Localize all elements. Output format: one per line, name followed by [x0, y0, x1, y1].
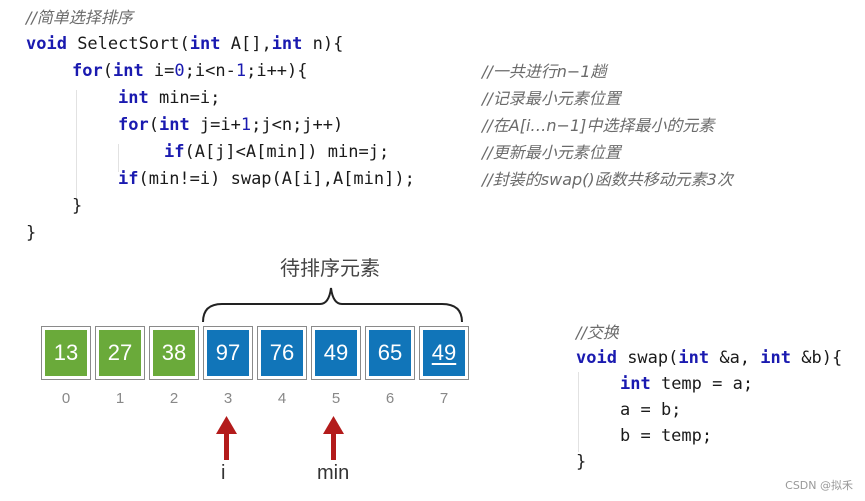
code-keyword: int [678, 348, 710, 368]
code-token: b = temp; [620, 426, 713, 446]
i-pointer-arrow [216, 416, 237, 460]
array-cell-value: 27 [107, 340, 133, 365]
code-line: for(int i=0;i<n-1;i++){ [72, 58, 308, 85]
min-pointer-arrow [323, 416, 344, 460]
code-keyword: int [189, 34, 221, 54]
code-line: void SelectSort(int A[],int n){ [26, 31, 343, 58]
code-keyword: void [576, 348, 617, 368]
code-comment: //封装的swap()函数共移动元素3次 [482, 170, 733, 189]
array-index-label: 3 [223, 390, 233, 407]
code-comment: //更新最小元素位置 [482, 143, 621, 162]
code-token: } [72, 196, 83, 216]
code-number: 1 [240, 115, 252, 135]
code-comment: //一共进行n−1趟 [482, 62, 607, 81]
code-token: a = b; [620, 400, 682, 420]
code-token: &a, [709, 348, 761, 368]
code-keyword: for [72, 61, 103, 81]
array-index-label: 4 [277, 390, 287, 407]
code-token: } [26, 223, 37, 243]
array-cell: 76 [257, 326, 307, 380]
array-cell: 49 [419, 326, 469, 380]
array-cell: 65 [365, 326, 415, 380]
code-token: &b){ [791, 348, 843, 368]
code-keyword: if [118, 169, 139, 189]
code-keyword: if [164, 142, 185, 162]
code-token: } [576, 452, 587, 472]
array-cell-value: 65 [377, 340, 403, 365]
code-token: SelectSort( [66, 34, 190, 54]
pointer-label-min: min [317, 462, 350, 484]
array-index-label: 5 [331, 390, 341, 407]
watermark: CSDN @拟禾 [785, 479, 853, 492]
code-line: a = b; [620, 397, 681, 424]
code-token: ( [102, 61, 113, 81]
array-index-label: 6 [385, 390, 395, 407]
code-token: n){ [302, 34, 344, 54]
array-cell: 38 [149, 326, 199, 380]
code-keyword: for [118, 115, 149, 135]
code-line: } [576, 449, 586, 476]
code-line: int min=i; [118, 85, 220, 112]
code-keyword: int [620, 374, 651, 394]
code-token: j=i+ [189, 115, 241, 135]
code-token: (min!=i) swap(A[i],A[min]); [138, 169, 415, 189]
array-cell: 49 [311, 326, 361, 380]
code-keyword: int [760, 348, 791, 368]
code-line: } [72, 193, 82, 220]
array-cell-value: 76 [269, 340, 295, 365]
pointer-label-i: i [221, 462, 226, 484]
code-line: int temp = a; [620, 371, 753, 398]
array-cell-value: 49 [323, 340, 349, 365]
code-keyword: int [158, 115, 190, 135]
swap-comment: //交换 [576, 323, 619, 342]
code-token: i= [143, 61, 175, 81]
array-cell-value: 13 [53, 340, 79, 365]
indent-guide [118, 144, 119, 172]
array-index-label: 7 [439, 390, 449, 407]
code-comment: //在A[i…n−1]中选择最小的元素 [482, 116, 715, 135]
code-line: b = temp; [620, 423, 712, 450]
code-line: if(min!=i) swap(A[i],A[min]); [118, 166, 415, 193]
array-cell: 27 [95, 326, 145, 380]
brace-label: 待排序元素 [280, 256, 380, 280]
array-index-label: 1 [115, 390, 125, 407]
code-token: (A[j]<A[min]) min=j; [184, 142, 390, 162]
code-token: ;i++){ [246, 61, 308, 81]
code-line: if(A[j]<A[min]) min=j; [164, 139, 389, 166]
code-token: min=i; [148, 88, 221, 108]
array-cell-value: 38 [161, 340, 187, 365]
code-token: ;j<n;j++) [251, 115, 344, 135]
code-comment: //记录最小元素位置 [482, 89, 621, 108]
code-token: ;i<n- [184, 61, 236, 81]
code-header-comment: //简单选择排序 [26, 8, 133, 27]
code-line: for(int j=i+1;j<n;j++) [118, 112, 343, 139]
code-number: 1 [235, 61, 247, 81]
code-token: swap( [616, 348, 679, 368]
code-token: temp = a; [650, 374, 754, 394]
code-token: ( [148, 115, 159, 135]
code-keyword: int [118, 88, 149, 108]
code-keyword: void [26, 34, 67, 54]
code-line: } [26, 220, 36, 247]
code-token: A[], [220, 34, 272, 54]
indent-guide [76, 90, 77, 198]
array-cell-value: 49 [431, 340, 457, 365]
code-keyword: int [112, 61, 144, 81]
code-line: void swap(int &a, int &b){ [576, 345, 842, 372]
array-index-label: 0 [61, 390, 71, 407]
code-keyword: int [271, 34, 303, 54]
indent-guide [578, 372, 579, 452]
array-cell: 97 [203, 326, 253, 380]
array-index-label: 2 [169, 390, 179, 407]
code-number: 0 [174, 61, 185, 81]
array-cell: 13 [41, 326, 91, 380]
array-cell-value: 97 [215, 340, 241, 365]
